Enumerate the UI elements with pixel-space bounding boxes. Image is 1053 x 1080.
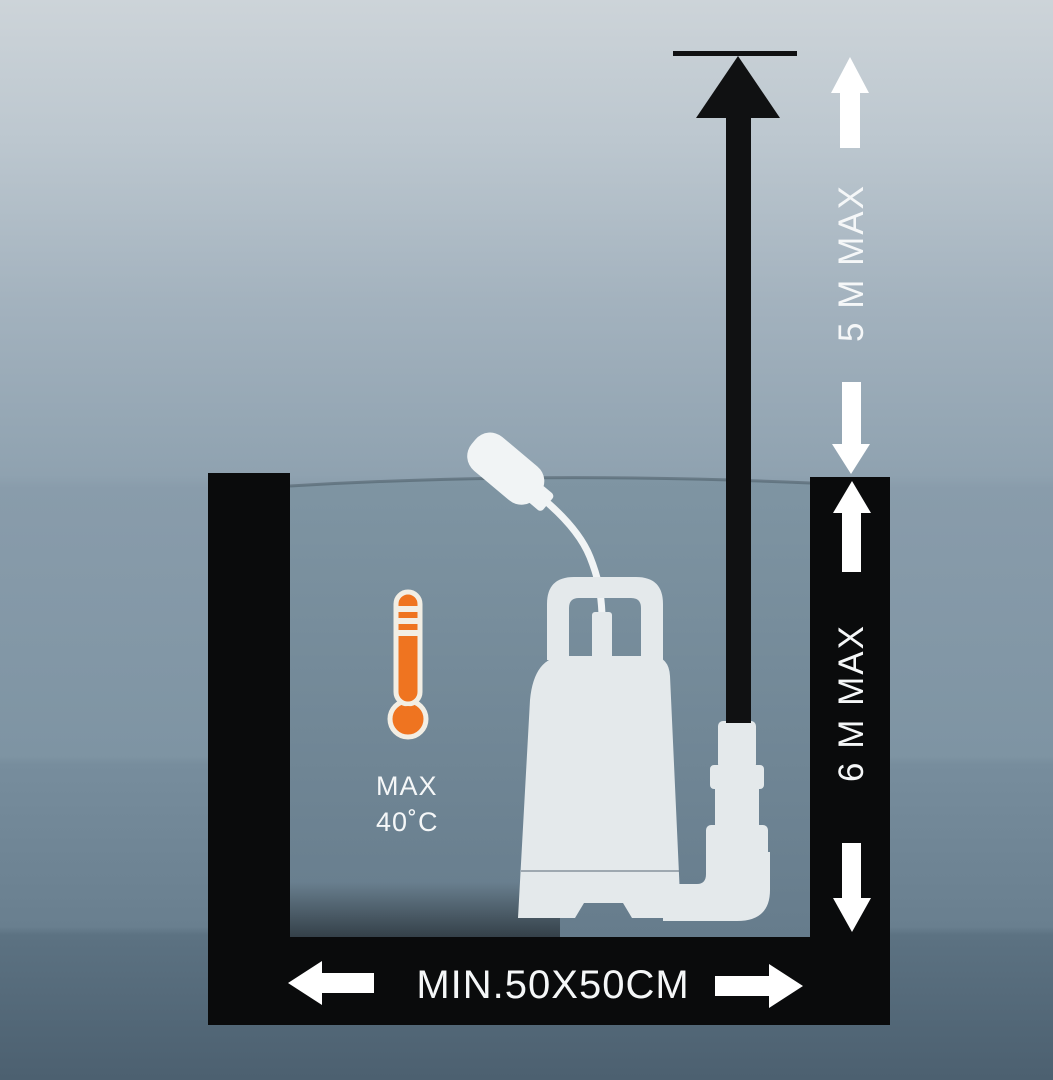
discharge-pipe (673, 51, 797, 723)
flow-direction-arrow-icon (696, 56, 780, 118)
head-reference-line (673, 51, 797, 56)
head-height-label: 5 M MAX (832, 184, 871, 342)
pit-wall-left (208, 473, 290, 1025)
immersion-depth-label: 6 M MAX (832, 624, 871, 782)
submersible-pump (467, 432, 770, 921)
max-temperature-value: 40˚C (376, 807, 439, 837)
pump-body (518, 656, 681, 918)
cable-gland (592, 612, 612, 660)
max-temperature-label: MAX 40˚C (376, 768, 496, 840)
max-temperature-title: MAX (376, 771, 438, 801)
water-floor-shadow (290, 882, 560, 938)
arrow-left-width-icon (288, 961, 374, 1005)
arrow-down-depth-icon (833, 843, 871, 932)
pump-outlet-fitting (663, 721, 770, 921)
pit-size-label: MIN.50X50CM (416, 963, 690, 1007)
pump-handle (547, 577, 663, 660)
thermometer-icon (387, 589, 429, 740)
arrow-up-head-icon (831, 57, 869, 148)
pipe-shaft (726, 108, 751, 723)
arrow-up-depth-icon (833, 481, 871, 572)
arrow-right-width-icon (715, 964, 803, 1008)
arrow-down-head-icon (832, 382, 870, 474)
